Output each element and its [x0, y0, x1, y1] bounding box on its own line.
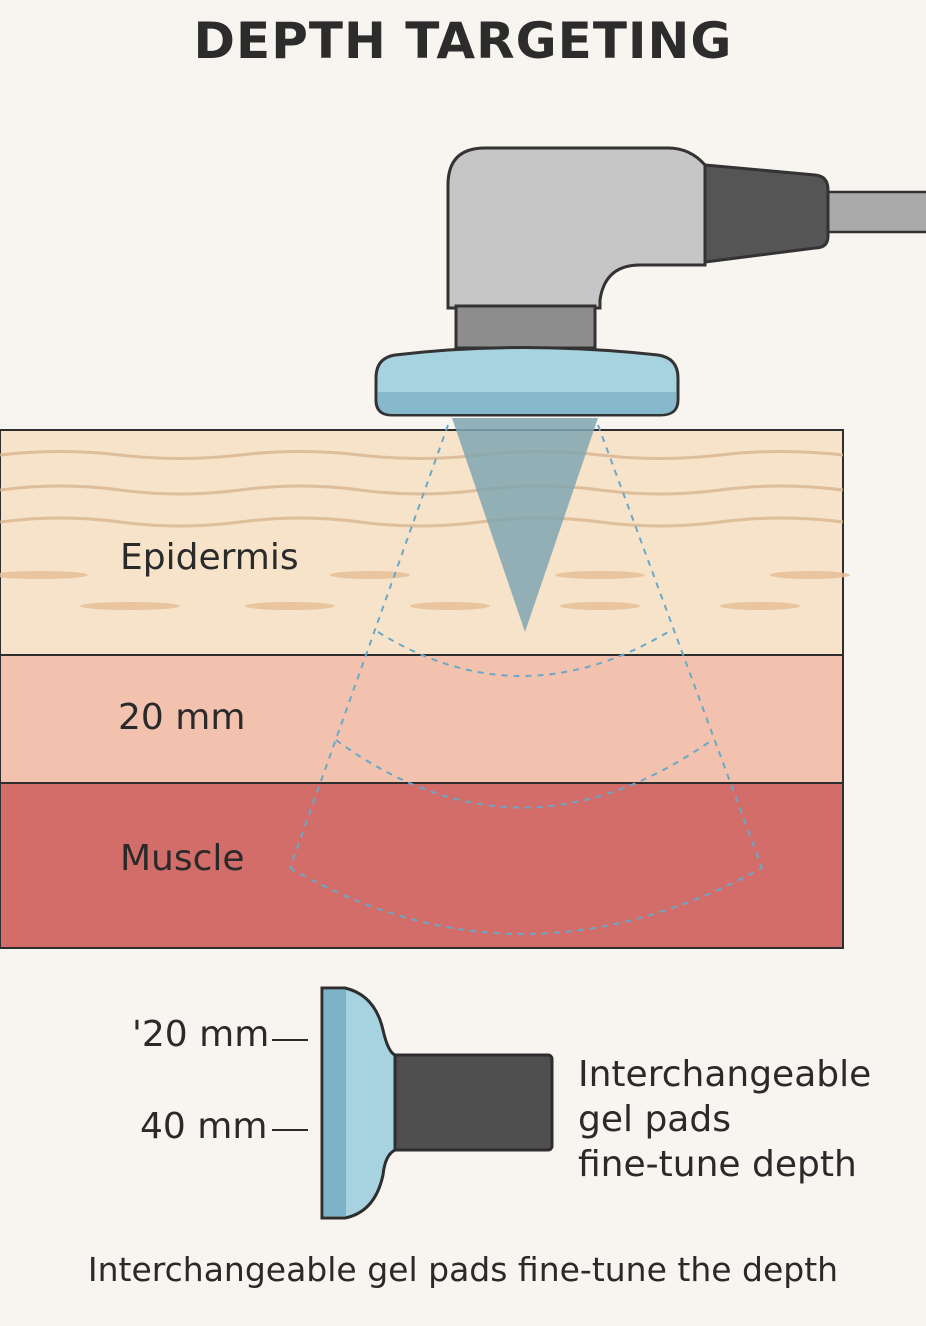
- epidermis-cells: [0, 571, 850, 610]
- page-title: DEPTH TARGETING: [193, 12, 733, 70]
- transducer-face: [378, 392, 676, 414]
- label-muscle: Muscle: [120, 838, 245, 879]
- device-neck: [454, 304, 597, 350]
- label-epidermis: Epidermis: [120, 537, 299, 578]
- pad-label-40mm: 40 mm: [140, 1106, 268, 1147]
- muscle-layer: [0, 782, 844, 949]
- epidermis-texture: [0, 450, 844, 528]
- ultrasound-beam: [452, 418, 598, 632]
- gel-pad-description: Interchangeable gel pads fine-tune depth: [578, 1052, 871, 1187]
- focus-cone: [289, 424, 763, 935]
- gel-pad-edge: [324, 990, 346, 1216]
- gel-pad-description-line: Interchangeable: [578, 1054, 872, 1095]
- device-handle: [446, 146, 707, 310]
- dermis-layer: [0, 654, 844, 784]
- gel-pad-description-line: gel pads: [578, 1099, 731, 1140]
- label-dermis-depth: 20 mm: [118, 697, 246, 738]
- device-grip: [703, 163, 830, 264]
- caption: Interchangeable gel pads fine-tune the d…: [87, 1250, 839, 1289]
- epidermis-layer: [0, 429, 844, 656]
- pad-label-20mm: '20 mm: [132, 1014, 270, 1055]
- gel-pad-description-line: fine-tune depth: [578, 1144, 857, 1185]
- gel-pad-connector: [386, 1053, 554, 1152]
- device-cable: [820, 190, 926, 234]
